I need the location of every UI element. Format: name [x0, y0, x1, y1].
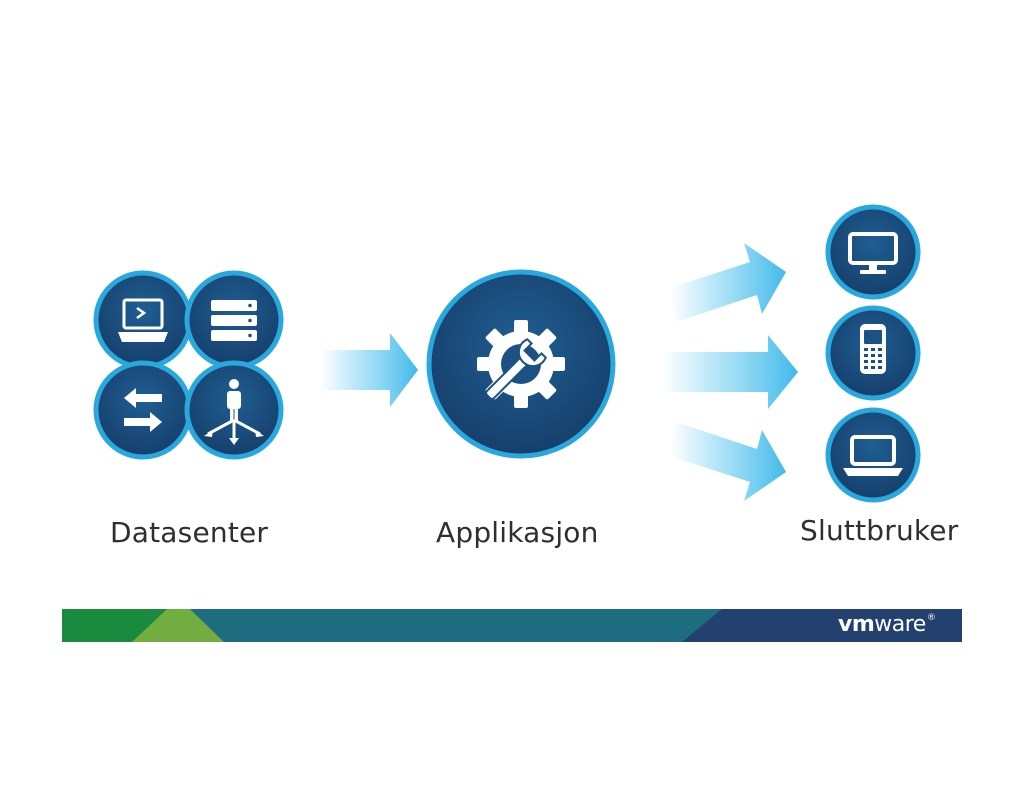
flow-arrow-to-laptop: [670, 422, 786, 501]
server-stack-icon: [184, 270, 284, 370]
brand-part2: ware: [874, 612, 926, 637]
label-sluttbruker: Sluttbruker: [800, 514, 959, 547]
datasenter-group: [93, 270, 284, 460]
mobile-phone-icon: [825, 305, 921, 401]
laptop-icon: [825, 407, 921, 503]
user-distribution-icon: [184, 360, 284, 460]
desktop-monitor-icon: [825, 204, 921, 300]
exchange-arrows-icon: [93, 360, 193, 460]
gear-wrench-icon: [426, 269, 616, 459]
terminal-laptop-icon: [93, 270, 193, 370]
vmware-logo: vmware®: [838, 610, 936, 640]
footer-band: [62, 609, 962, 642]
brand-part1: vm: [838, 612, 875, 637]
label-datasenter: Datasenter: [110, 516, 269, 549]
brand-registered-mark: ®: [926, 613, 936, 623]
label-applikasjon: Applikasjon: [436, 516, 599, 549]
flow-arrow-to-desktop: [670, 243, 786, 322]
flow-arrow-to-phone: [662, 335, 798, 409]
flow-arrow-to-applikasjon: [320, 333, 418, 407]
